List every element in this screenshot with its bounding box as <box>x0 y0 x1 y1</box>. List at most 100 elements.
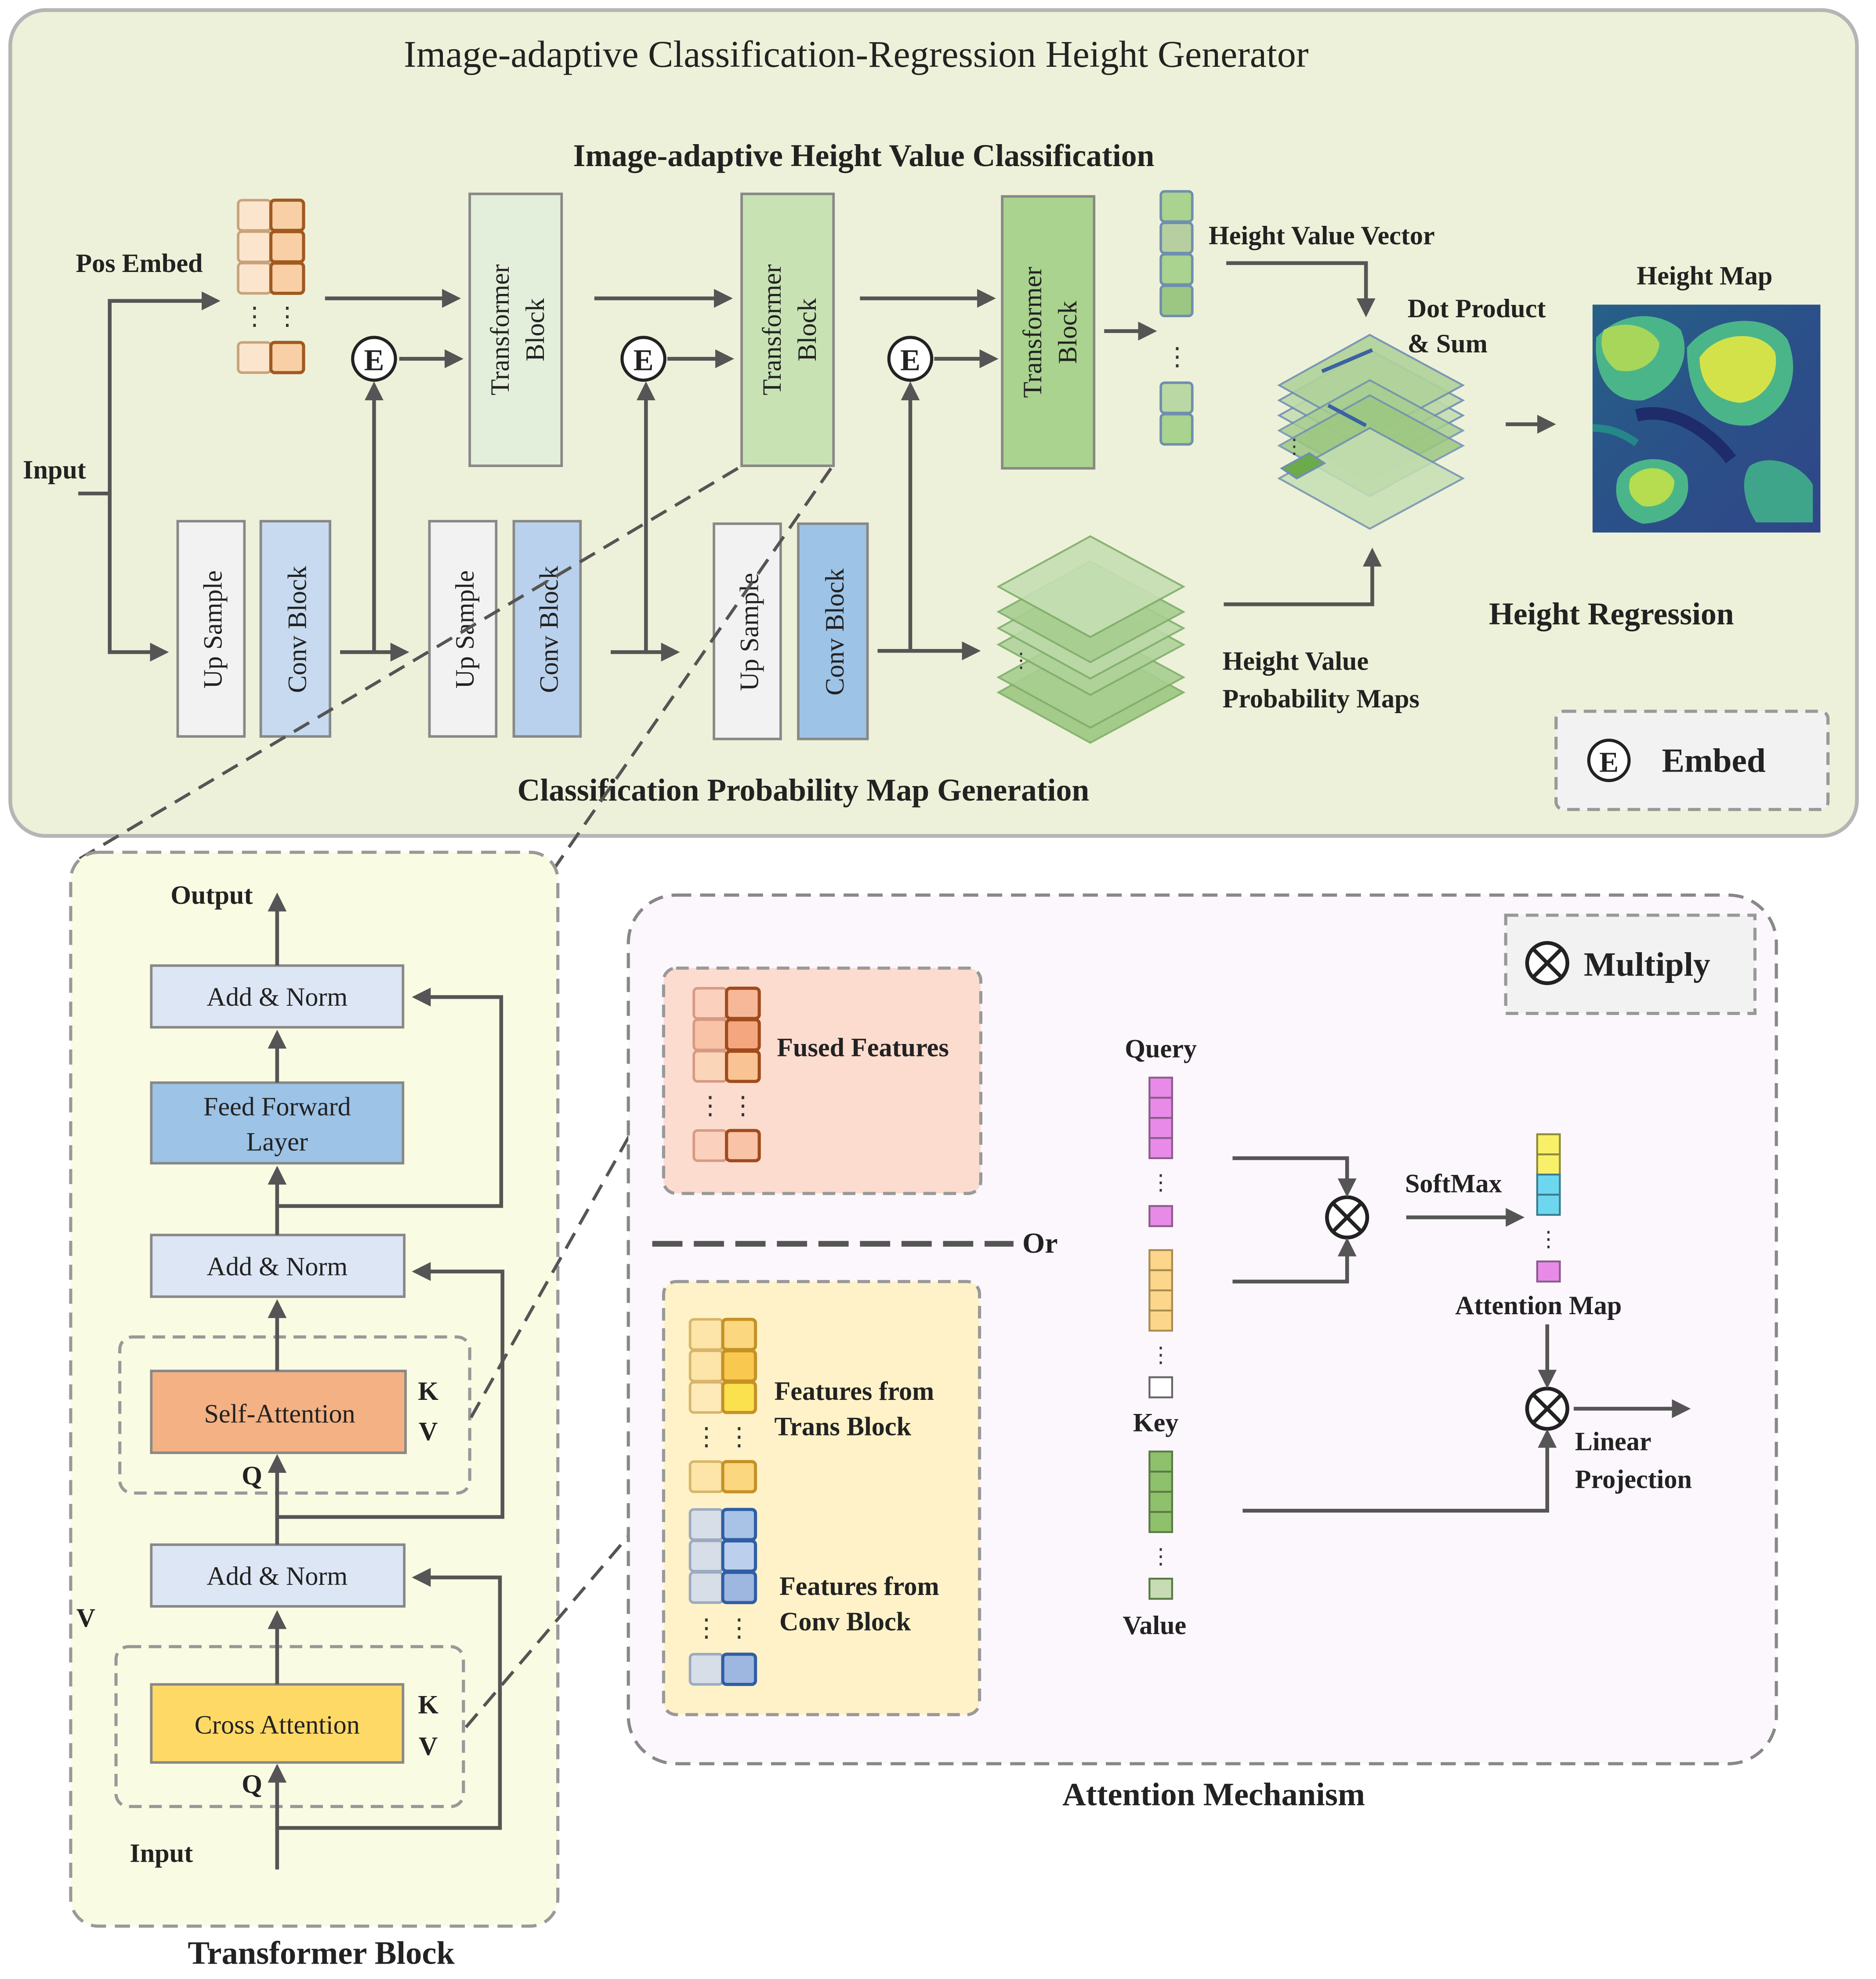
transformer-block-1: Transformer Block <box>468 192 563 467</box>
section-height-regression: Height Regression <box>1489 597 1734 631</box>
attention-map-vector: ⋮ <box>1536 1133 1561 1283</box>
svg-text:⋮: ⋮ <box>727 1615 752 1642</box>
svg-text:⋮: ⋮ <box>1165 343 1190 371</box>
svg-text:⋮: ⋮ <box>694 1615 719 1642</box>
cross-attention-v: V <box>419 1732 438 1761</box>
svg-text:Transformer: Transformer <box>1018 267 1047 398</box>
transformer-detail-panel: Transformer Block Output Input Add & Nor… <box>69 851 560 1972</box>
svg-text:⋮: ⋮ <box>275 303 300 330</box>
svg-text:Add & Norm: Add & Norm <box>206 982 348 1012</box>
section-prob-map-generation: Classification Probability Map Generatio… <box>518 773 1090 808</box>
svg-text:⋮: ⋮ <box>242 303 267 330</box>
main-title: Image-adaptive Classification-Regression… <box>404 33 1308 75</box>
multiply-circle-2 <box>1525 1386 1569 1431</box>
attention-map-label: Attention Map <box>1455 1291 1622 1320</box>
attention-mechanism-title: Attention Mechanism <box>1062 1777 1365 1813</box>
pos-embed-tokens: ⋮ ⋮ <box>237 198 305 374</box>
svg-text:Up Sample: Up Sample <box>199 570 228 689</box>
svg-text:E: E <box>900 343 920 377</box>
cross-attention-q: Q <box>242 1769 262 1799</box>
height-map-label: Height Map <box>1637 261 1772 291</box>
self-attention-dashed-box <box>118 1335 471 1495</box>
svg-text:Block: Block <box>793 298 822 362</box>
svg-text:Feed Forward: Feed Forward <box>203 1092 351 1122</box>
svg-text:Layer: Layer <box>246 1127 308 1157</box>
conv-block-2: Conv Block <box>512 520 582 738</box>
svg-text:E: E <box>1599 746 1619 778</box>
query-vector: ⋮ <box>1148 1076 1173 1227</box>
key-label: Key <box>1133 1408 1179 1438</box>
conv-features-tokens: ⋮ ⋮ <box>688 1508 757 1686</box>
multiply-circle-1 <box>1325 1195 1369 1240</box>
trans-features-label-1: Features from <box>775 1377 934 1406</box>
embed-circle-1: E <box>351 336 397 382</box>
svg-text:⋮: ⋮ <box>1150 1171 1172 1195</box>
conv-features-label-1: Features from <box>779 1572 939 1601</box>
height-value-vector: ⋮ <box>1159 190 1194 446</box>
embed-legend-label: Embed <box>1662 741 1765 779</box>
self-attention-k: K <box>418 1377 438 1406</box>
pos-embed-label: Pos Embed <box>76 249 203 278</box>
multiply-legend: Multiply <box>1504 913 1757 1015</box>
embed-legend: E Embed <box>1554 710 1830 811</box>
fused-features-label: Fused Features <box>777 1033 949 1062</box>
up-sample-block-2: Up Sample <box>428 520 498 738</box>
conv-block-3: Conv Block <box>797 522 869 740</box>
input-label: Input <box>130 1839 193 1868</box>
value-label: Value <box>1123 1611 1186 1640</box>
svg-text:E: E <box>634 343 654 377</box>
svg-text:⋮: ⋮ <box>1538 1227 1559 1251</box>
svg-text:⋮: ⋮ <box>1150 1545 1172 1569</box>
svg-text:⋮: ⋮ <box>727 1423 752 1451</box>
top-panel: Image-adaptive Classification-Regression… <box>8 8 1859 838</box>
feed-forward-box <box>150 1081 405 1165</box>
svg-text:Transformer: Transformer <box>485 264 515 395</box>
svg-text:Transformer: Transformer <box>757 264 787 395</box>
output-label: Output <box>170 881 253 910</box>
transformer-block-2: Transformer Block <box>740 192 835 467</box>
svg-text:Conv Block: Conv Block <box>820 568 850 696</box>
cross-attention-dashed-box <box>114 1645 465 1809</box>
left-v-label: V <box>76 1603 95 1633</box>
svg-text:Block: Block <box>521 298 550 362</box>
svg-text:⋮: ⋮ <box>1284 435 1304 457</box>
attention-panel: Attention Mechanism Multiply ⋮ ⋮ Fused F… <box>627 893 1778 1813</box>
svg-text:Cross Attention: Cross Attention <box>195 1710 360 1740</box>
svg-text:Add & Norm: Add & Norm <box>206 1252 348 1281</box>
up-sample-block-3: Up Sample <box>713 522 782 740</box>
probability-maps-stack: ⋮ <box>996 535 1186 744</box>
height-value-vector-label: Height Value Vector <box>1209 221 1435 250</box>
top-input-label: Input <box>23 455 86 485</box>
svg-text:⋮: ⋮ <box>1011 649 1031 672</box>
svg-text:Conv Block: Conv Block <box>283 565 312 693</box>
fused-features-tokens: ⋮ ⋮ <box>692 986 761 1163</box>
conv-features-label-2: Conv Block <box>779 1607 911 1636</box>
svg-text:Up Sample: Up Sample <box>735 573 764 691</box>
embed-circle-2: E <box>620 336 666 382</box>
cross-attention-k: K <box>418 1690 438 1719</box>
prob-maps-label-2: Probability Maps <box>1223 684 1420 714</box>
multiply-legend-label: Multiply <box>1584 945 1710 983</box>
prob-maps-label-1: Height Value <box>1223 646 1369 676</box>
dot-product-sum-label: & Sum <box>1408 329 1488 359</box>
transformer-block-3: Transformer Block <box>1001 195 1096 470</box>
height-map-image <box>1592 304 1821 533</box>
svg-text:⋮: ⋮ <box>1150 1343 1172 1367</box>
self-attention-v: V <box>419 1417 438 1446</box>
dot-product-label: Dot Product <box>1408 294 1546 323</box>
svg-text:Add & Norm: Add & Norm <box>206 1562 348 1591</box>
section-classification: Image-adaptive Height Value Classificati… <box>573 138 1155 173</box>
trans-features-tokens: ⋮ ⋮ <box>688 1318 757 1493</box>
dot-product-stack: ⋮ <box>1277 333 1465 530</box>
key-vector: ⋮ <box>1148 1249 1173 1399</box>
self-attention-q: Q <box>242 1461 262 1490</box>
svg-text:Block: Block <box>1053 301 1083 364</box>
trans-features-label-2: Trans Block <box>775 1412 912 1441</box>
transformer-block-title: Transformer Block <box>188 1936 455 1972</box>
conv-block-1: Conv Block <box>259 520 332 738</box>
svg-text:⋮: ⋮ <box>730 1092 755 1120</box>
value-vector: ⋮ <box>1148 1450 1173 1600</box>
linear-projection-label-1: Linear <box>1575 1427 1651 1457</box>
add-norm-box-2 <box>150 1233 406 1298</box>
